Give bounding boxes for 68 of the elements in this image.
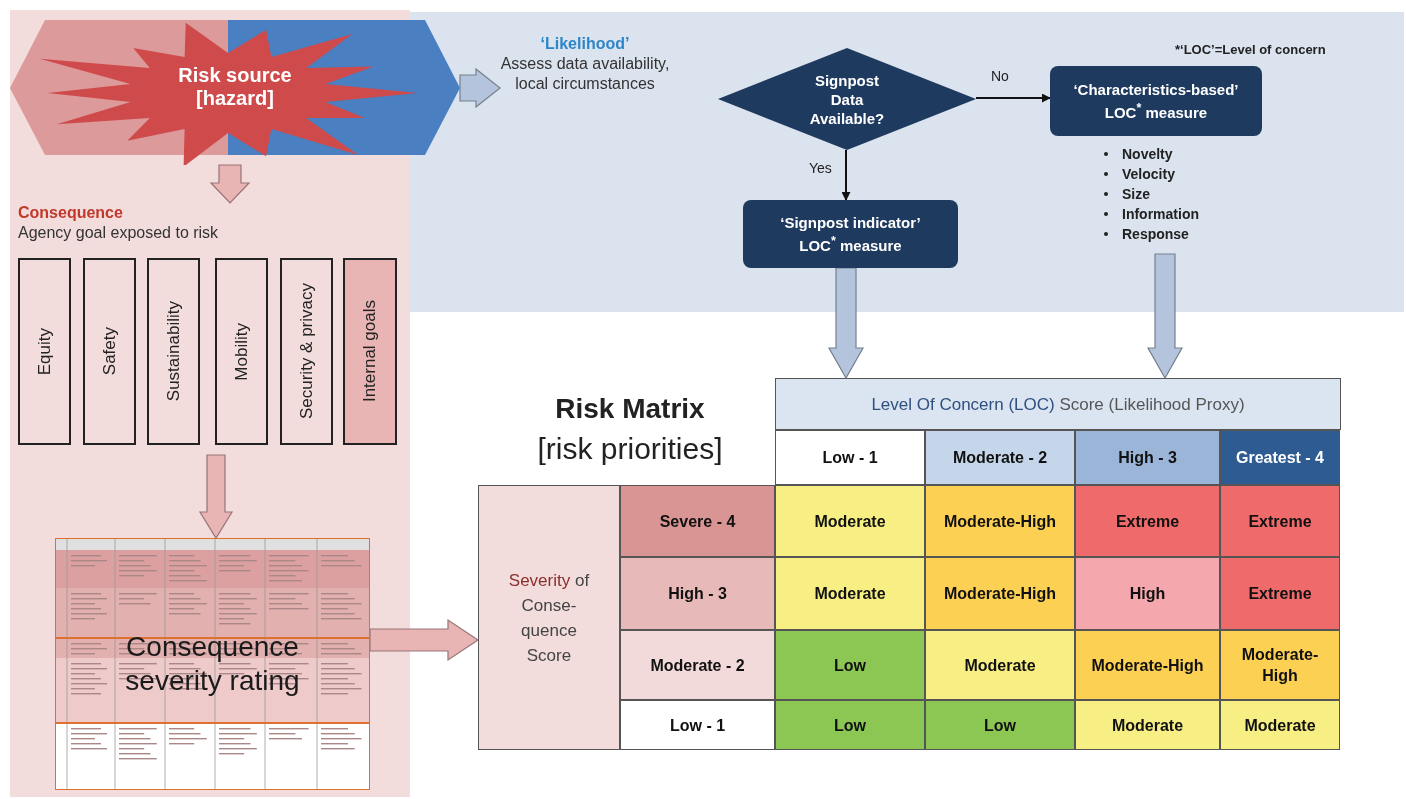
header-cell	[478, 485, 620, 750]
matrix-cell: High	[1075, 557, 1220, 630]
bullet-item: Velocity	[1122, 165, 1175, 184]
goal-box	[215, 258, 268, 445]
matrix-cell: Low	[775, 630, 925, 700]
matrix-cell: Moderate	[775, 485, 925, 557]
header-text: Severity of Conse-quence Score	[507, 569, 591, 667]
description-text: Assess data availability, local circumstances	[500, 54, 670, 94]
matrix-cell: Low	[775, 700, 925, 750]
block-arrow	[1146, 253, 1184, 380]
matrix-cell: Moderate-High	[1220, 630, 1340, 700]
goal-label: Security & privacy	[296, 283, 317, 420]
block-arrow	[459, 67, 501, 109]
row-header: High - 3	[620, 557, 775, 630]
goal-box	[343, 258, 397, 445]
process-box	[743, 200, 958, 268]
goal-label: Internal goals	[360, 300, 380, 403]
footnote: *‘LOC’=Level of concern	[1175, 42, 1326, 57]
column-header: Low - 1	[775, 430, 925, 485]
block-arrow	[369, 618, 480, 662]
goal-label: Equity	[34, 327, 55, 376]
matrix-cell: Extreme	[1220, 485, 1340, 557]
box-label: ‘Signpost indicator’ LOC$^{*}$ measure	[779, 213, 922, 255]
goal-label: Sustainability	[163, 301, 184, 402]
row-header: Moderate - 2	[620, 630, 775, 700]
overlay-title: Consequence severity rating	[124, 630, 301, 698]
matrix-cell: Moderate	[1220, 700, 1340, 750]
goal-box	[147, 258, 200, 445]
column-header: High - 3	[1075, 430, 1220, 485]
matrix-cell: Moderate	[925, 630, 1075, 700]
goal-box	[18, 258, 71, 445]
header-text: Level Of Concern (LOC) Score (Likelihood Proxy)	[871, 393, 1245, 416]
goal-box	[83, 258, 136, 445]
row-header: Low - 1	[620, 700, 775, 750]
matrix-cell: Moderate	[1075, 700, 1220, 750]
column-header: Moderate - 2	[925, 430, 1075, 485]
starburst-label: Risk source [hazard]	[177, 64, 293, 110]
bullet-item: Novelty	[1122, 145, 1173, 164]
process-box	[1050, 66, 1262, 136]
description-text: Agency goal exposed to risk	[18, 223, 220, 243]
bullet-item: Size	[1122, 185, 1150, 204]
matrix-cell: Moderate-High	[925, 485, 1075, 557]
goal-label: Mobility	[231, 322, 252, 381]
goal-box	[280, 258, 333, 445]
edge-label: Yes	[806, 160, 835, 176]
row-header: Severe - 4	[620, 485, 775, 557]
bullet-item: Information	[1122, 205, 1199, 224]
header-cell	[775, 378, 1341, 430]
matrix-cell: Moderate-High	[1075, 630, 1220, 700]
arrow	[841, 149, 851, 201]
section-heading: Consequence	[18, 203, 124, 223]
column-header: Greatest - 4	[1220, 430, 1340, 485]
block-arrow	[198, 454, 234, 540]
block-arrow	[827, 267, 865, 380]
matrix-title: Risk Matrix	[554, 393, 706, 425]
matrix-cell: Extreme	[1220, 557, 1340, 630]
goal-label: Safety	[99, 327, 120, 376]
matrix-subtitle: [risk priorities]	[536, 432, 724, 466]
matrix-cell: Moderate	[775, 557, 925, 630]
matrix-cell: Low	[925, 700, 1075, 750]
arrow	[975, 93, 1051, 103]
block-arrow	[209, 164, 251, 204]
matrix-cell: Moderate-High	[925, 557, 1075, 630]
box-label: ‘Characteristics-based’ LOC$^{*}$ measure	[1072, 80, 1240, 122]
bullet-item: Response	[1122, 225, 1189, 244]
section-heading: ‘Likelihood’	[539, 34, 631, 54]
decision-label: Signpost Data Available?	[808, 70, 886, 128]
matrix-cell: Extreme	[1075, 485, 1220, 557]
